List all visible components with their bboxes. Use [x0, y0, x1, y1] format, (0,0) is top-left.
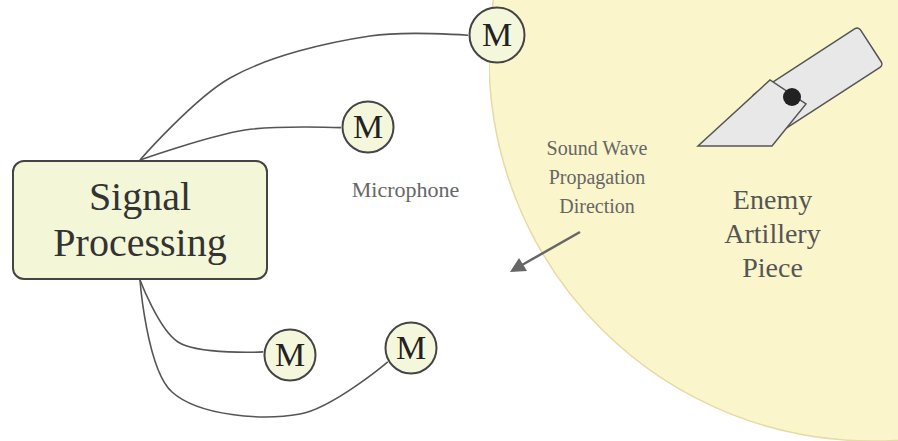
region-fill — [489, 0, 898, 441]
microphone-circle: M — [384, 321, 438, 375]
microphone-letter: M — [396, 331, 426, 365]
propagation-caption: Sound Wave Propagation Direction — [527, 134, 667, 221]
region-title: Enemy Artillery Piece — [700, 183, 845, 285]
region-text-holder: Enemy Artillery Piece — [700, 183, 845, 285]
connector-wire — [140, 280, 388, 417]
connector-wire — [140, 127, 341, 160]
connector-wire — [140, 33, 468, 160]
cannon-mount — [698, 80, 806, 146]
microphone-letter: M — [482, 18, 512, 52]
microphone-circle-shape — [470, 8, 525, 63]
cannon-pivot — [783, 88, 801, 106]
box-title: Signal Processing — [28, 174, 252, 266]
process-box: Signal Processing — [12, 160, 268, 280]
microphone-circle-shape — [265, 330, 316, 381]
arrow-head — [510, 258, 527, 272]
artillery-icon — [698, 27, 883, 146]
microphone-circle: M — [263, 328, 317, 382]
microphone-letter: M — [275, 338, 305, 372]
microphone-circle-shape — [386, 323, 437, 374]
microphone-circle: M — [341, 100, 395, 154]
region-outline — [489, 0, 898, 441]
connector-wire — [140, 280, 263, 352]
microphone-circle-shape — [343, 102, 394, 153]
microphone-circle: M — [468, 6, 526, 64]
enemy-region: Enemy Artillery Piece — [489, 0, 898, 441]
microphone-letter: M — [353, 110, 383, 144]
microphone-caption: Microphone — [323, 174, 488, 206]
